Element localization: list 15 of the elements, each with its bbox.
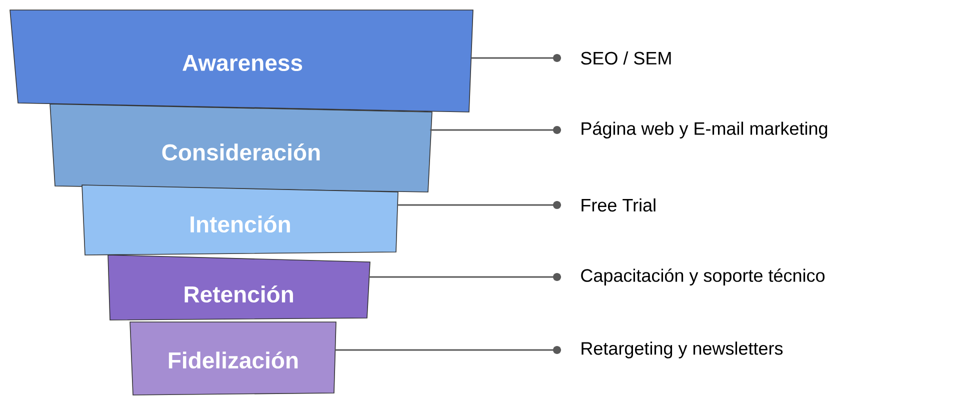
channel-label: SEO / SEM [581, 51, 671, 65]
channel-label: Capacitación y soporte técnico [581, 268, 825, 286]
leader-line [471, 54, 561, 62]
leader-line [430, 126, 561, 134]
leader-line [397, 201, 561, 209]
funnel-band: Retención [108, 254, 370, 320]
channel-label: Free Trial [582, 198, 656, 212]
funnel-band: Intención [82, 184, 398, 256]
leader-line [368, 273, 561, 281]
funnel-band: Fidelización [130, 322, 336, 396]
funnel-band: Awareness [10, 10, 474, 112]
funnel-band: Consideración [50, 104, 432, 192]
channel-label: Retargeting y newsletters [582, 342, 783, 358]
leader-line [335, 346, 561, 354]
channel-label: Página web y E-mail marketing [582, 122, 828, 138]
